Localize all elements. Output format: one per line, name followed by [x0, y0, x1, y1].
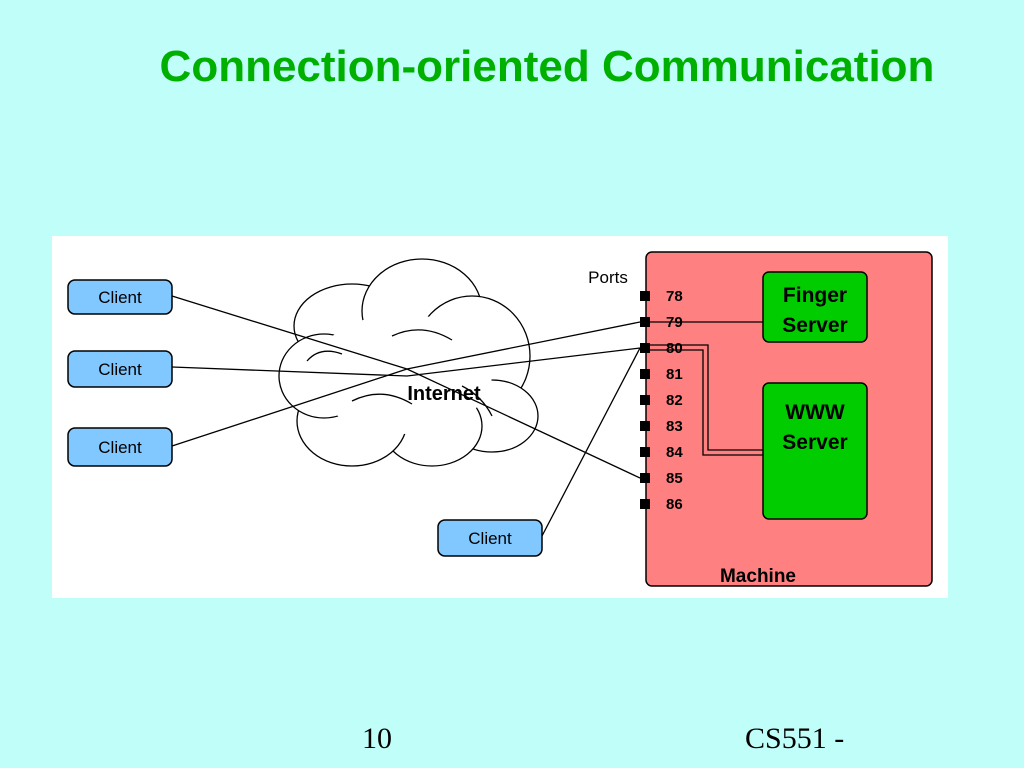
client-label-2: Client [98, 360, 142, 379]
port-83: 83 [640, 418, 683, 435]
page-number: 10 [362, 722, 392, 755]
port-label-78: 78 [666, 288, 683, 305]
www-server-box [762, 382, 868, 520]
client-box-3: Client [67, 427, 173, 467]
server-wiring [650, 321, 763, 456]
slide-title: Connection-oriented Communication [159, 42, 935, 91]
client-label-3: Client [98, 438, 142, 457]
client-label-1: Client [98, 288, 142, 307]
port-label-81: 81 [666, 366, 683, 383]
port-82: 82 [640, 392, 683, 409]
server-label-line: Server [782, 314, 847, 337]
course-label: CS551 - [745, 722, 845, 755]
client-box-4: Client [437, 519, 543, 557]
port-78: 78 [640, 288, 683, 305]
www-server-label: WWW Server [782, 401, 847, 454]
finger-server-box [762, 271, 868, 343]
port-80: 80 [640, 340, 683, 357]
server-label-line: Server [782, 431, 847, 454]
port-84: 84 [640, 444, 683, 461]
client-box-2: Client [67, 350, 173, 388]
server-label-line: Finger [783, 284, 847, 307]
port-label-84: 84 [666, 444, 683, 461]
internet-cloud [278, 258, 539, 467]
connection-lines [171, 295, 641, 537]
port-81: 81 [640, 366, 683, 383]
port-label-83: 83 [666, 418, 683, 435]
ports-label: Ports [588, 268, 628, 287]
port-label-80: 80 [666, 340, 683, 357]
port-85: 85 [640, 470, 683, 487]
port-label-86: 86 [666, 496, 683, 513]
client-box-1: Client [67, 279, 173, 315]
port-label-82: 82 [666, 392, 683, 409]
internet-label: Internet [407, 383, 481, 405]
server-label-line: WWW [785, 401, 845, 424]
port-label-85: 85 [666, 470, 683, 487]
client-label-4: Client [468, 529, 512, 548]
port-86: 86 [640, 496, 683, 513]
machine-label: Machine [720, 566, 796, 587]
